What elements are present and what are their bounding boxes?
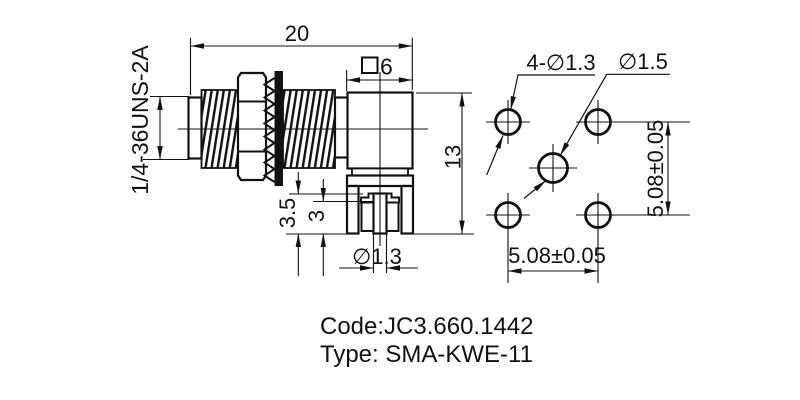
mount-leg-left [345,184,360,235]
corner-holes-leader-top [510,74,595,110]
hex-nut-face-lines [238,100,266,153]
dim-6-label: 6 [380,54,393,80]
pitch-vertical-label: 5.08±0.05 [643,120,668,218]
thread-spec-label: 1/4-36UNS-2A [127,45,153,195]
footprint-view: 4-∅1.3 ∅1.5 5.08±0.05 5.08±0.05 [486,49,690,283]
center-hole-leader-bottom [523,180,547,199]
dim-13-label: 13 [441,145,466,169]
mount-leg-right [400,184,415,235]
connector-end-cap [187,96,203,160]
corner-holes-label: 4-∅1.3 [526,50,595,75]
dim-20-label: 20 [285,21,309,46]
caption: Code:JC3.660.1442 Type: SMA-KWE-11 [320,313,534,368]
pin-diameter-label: ∅1.3 [352,244,402,269]
caption-type-line: Type: SMA-KWE-11 [320,341,533,368]
hex-nut [236,71,268,182]
dim-3-label: 3 [304,210,329,222]
caption-code-line: Code:JC3.660.1442 [320,313,534,340]
dim-3-5-label: 3.5 [275,198,300,229]
neck [333,96,350,159]
center-hole-label: ∅1.5 [618,49,668,74]
pitch-horizontal-label: 5.08±0.05 [508,243,606,268]
hole-centerlines [486,100,690,283]
square-symbol-icon [361,56,379,74]
corner-holes-leader-bottom [486,135,504,176]
center-hole-leader-top [559,73,670,156]
side-view: 20 6 1/4-36UNS-2A 13 3.5 3 ∅1.3 [127,21,474,276]
